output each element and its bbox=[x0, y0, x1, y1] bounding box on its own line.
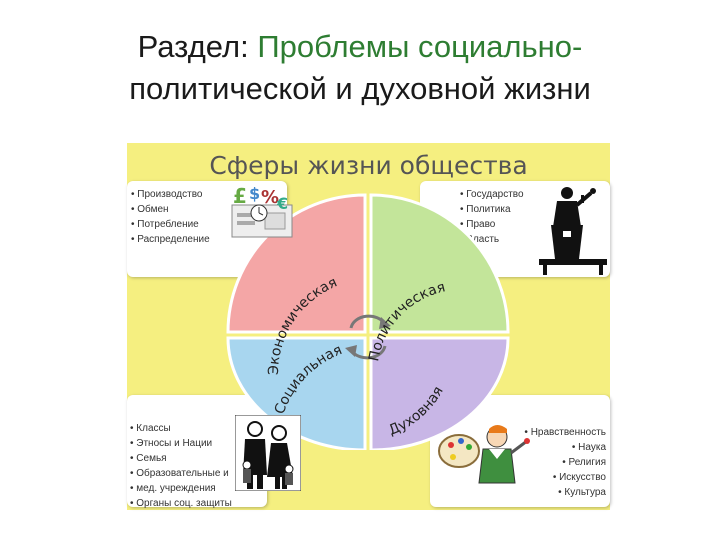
svg-text:$: $ bbox=[249, 184, 260, 203]
list-item: Наука bbox=[524, 440, 606, 455]
economic-list: Производство Обмен Потребление Распредел… bbox=[131, 187, 210, 247]
political-sector bbox=[369, 193, 510, 334]
svg-text:€: € bbox=[276, 194, 288, 213]
list-item: Право bbox=[460, 217, 524, 232]
list-item: Государство bbox=[460, 187, 523, 202]
list-item: Производство bbox=[131, 187, 210, 202]
list-item: Образовательные и bbox=[130, 466, 232, 481]
svg-text:£: £ bbox=[233, 184, 247, 208]
spiritual-list: Нравственность Наука Религия Искусство К… bbox=[524, 425, 606, 500]
list-item: Классы bbox=[130, 421, 232, 436]
list-item: Органы соц. защиты bbox=[130, 496, 232, 511]
spiritual-sector bbox=[369, 336, 510, 450]
diagram-heading: Сферы жизни общества bbox=[209, 151, 528, 180]
list-item: Потребление bbox=[131, 217, 210, 232]
social-list: Классы Этносы и Нации Семья Образователь… bbox=[130, 421, 232, 511]
spheres-wheel: Экономическая Политическая Социальная Ду… bbox=[226, 193, 510, 450]
list-item: Культура bbox=[524, 485, 606, 500]
speaker-at-podium-icon bbox=[539, 187, 607, 275]
list-item: мед. учреждения bbox=[130, 481, 232, 496]
svg-text:%: % bbox=[261, 187, 279, 208]
list-item: Власть bbox=[460, 232, 524, 247]
artist-with-palette-icon bbox=[438, 425, 530, 484]
title-label: Раздел: bbox=[137, 29, 249, 64]
spheres-diagram: Сферы жизни общества Производство Обмен … bbox=[127, 143, 610, 510]
cycle-arrowhead-top-icon bbox=[379, 317, 391, 329]
list-item: Политика bbox=[460, 202, 524, 217]
slide-title: Раздел: Проблемы социально- политической… bbox=[0, 26, 720, 110]
list-item: Семья bbox=[130, 451, 232, 466]
political-list: Государство Политика Право Власть bbox=[460, 187, 524, 247]
cycle-arrowhead-bottom-icon bbox=[345, 345, 357, 357]
list-item: Этносы и Нации bbox=[130, 436, 232, 451]
family-icon bbox=[235, 415, 301, 491]
list-item: Религия bbox=[524, 455, 606, 470]
list-item: Нравственность bbox=[524, 425, 606, 440]
money-percent-clock-icon: £ $ % € bbox=[231, 184, 293, 238]
list-item: Искусство bbox=[524, 470, 606, 485]
title-topic: Проблемы социально- bbox=[257, 29, 583, 64]
title-line-2: политической и духовной жизни bbox=[129, 71, 591, 106]
list-item: Обмен bbox=[131, 202, 210, 217]
title-line-1: Раздел: Проблемы социально- bbox=[0, 26, 720, 68]
list-item: Распределение bbox=[131, 232, 209, 247]
